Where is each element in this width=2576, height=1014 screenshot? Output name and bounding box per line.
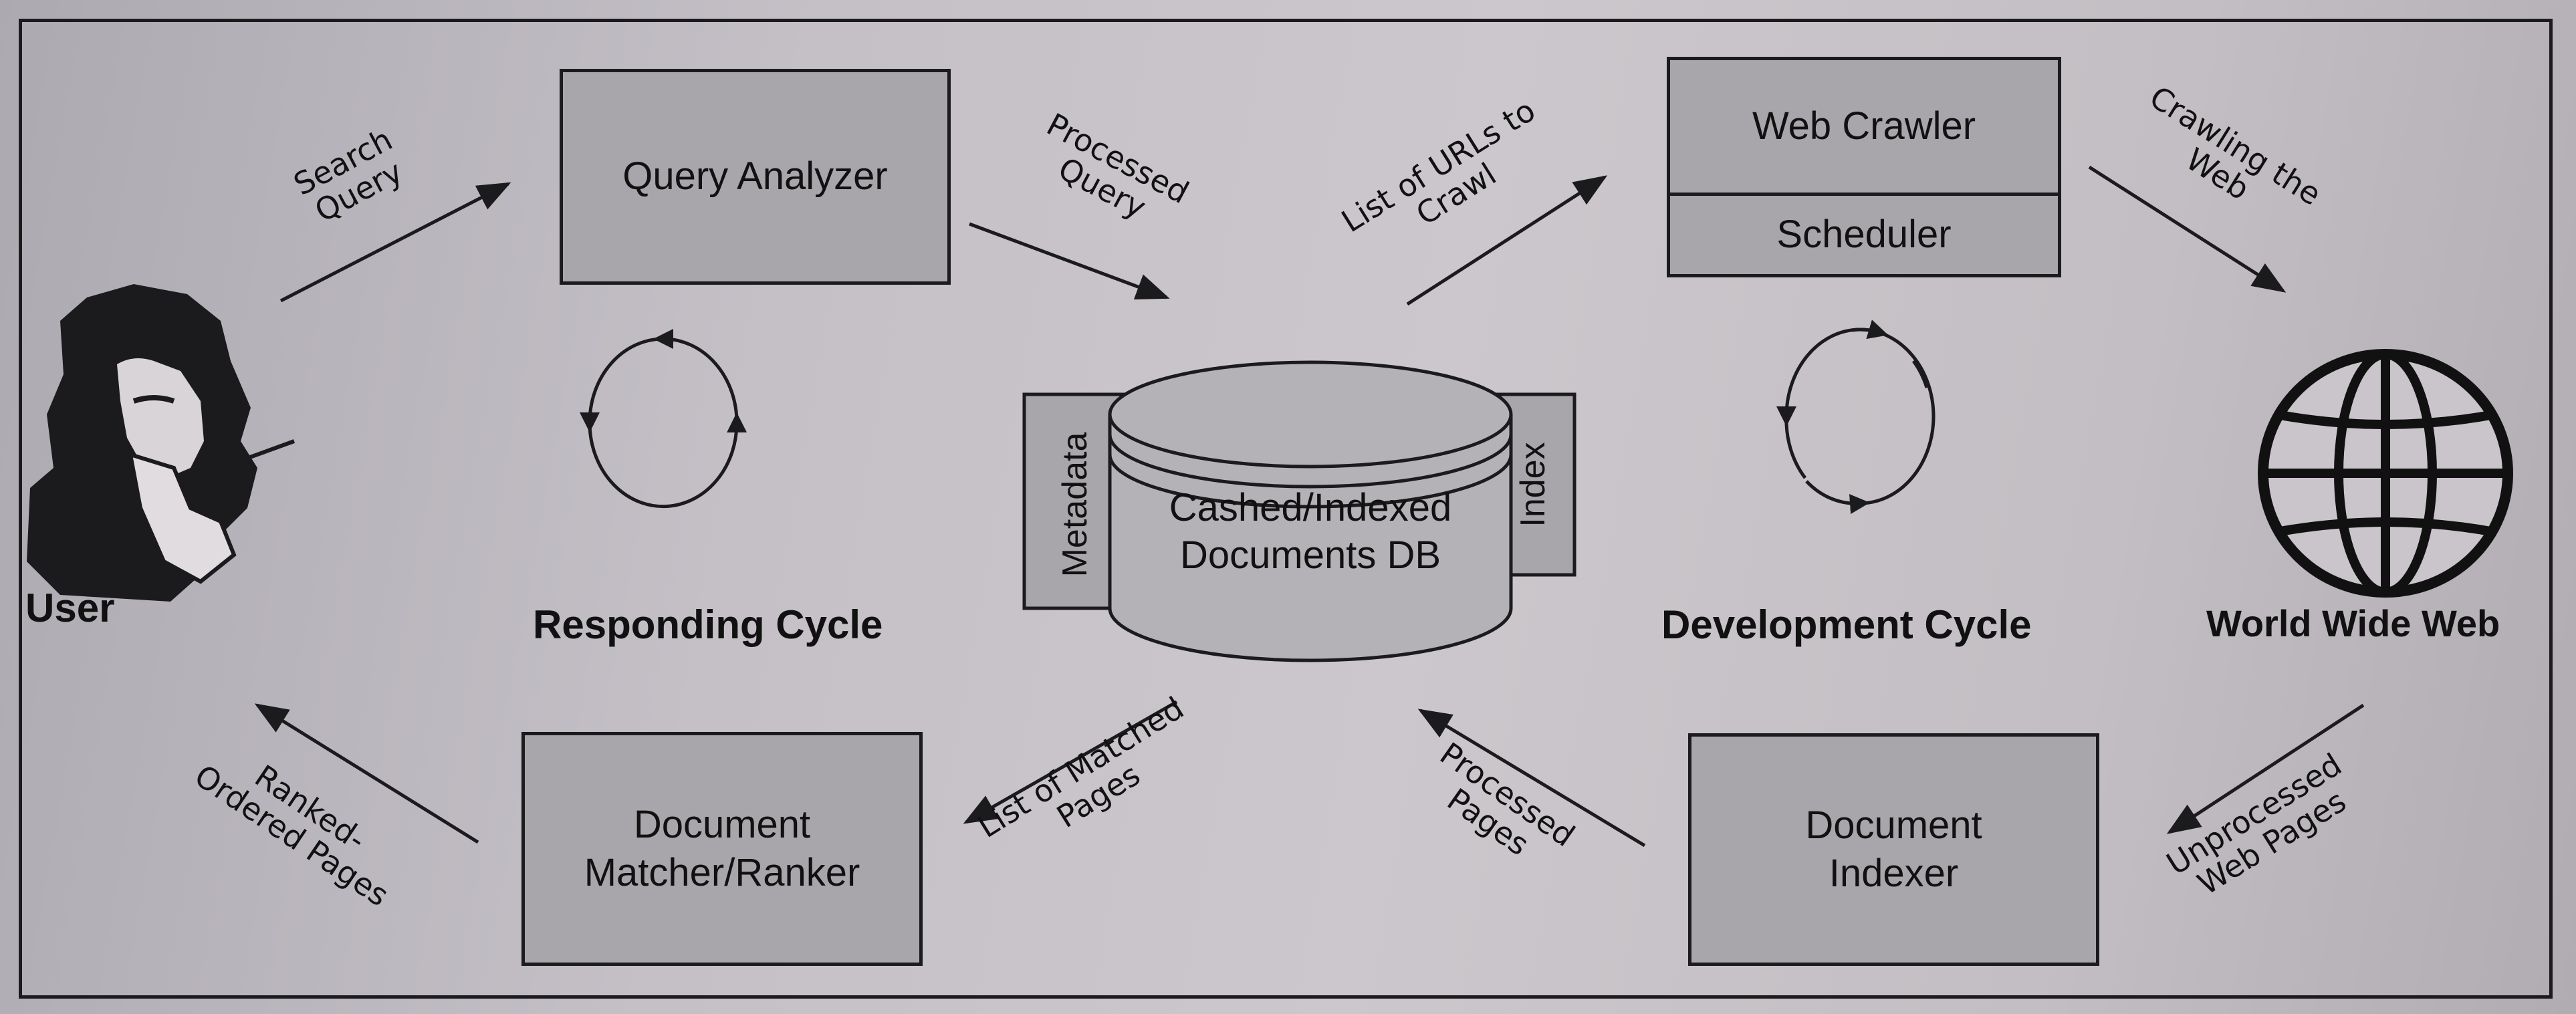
arrow-search-query [279,182,511,303]
responding-cycle-icon [580,329,747,509]
index-label: Index [1514,442,1552,527]
web-crawler-label: Web Crawler [1752,104,1976,148]
web-crawler-box: Web Crawler Scheduler [1667,57,2061,277]
document-indexer-label: Document Indexer [1805,803,1982,896]
user-thinking-icon [27,284,296,602]
arrow-ranked-ordered-pages [254,703,479,844]
database-label: Cashed/Indexed Documents DB [1169,486,1452,577]
arrow-list-of-matched-pages [963,700,1178,824]
crawler-divider [1670,193,2058,196]
query-analyzer-label: Query Analyzer [622,154,888,199]
arrow-crawling-the-web [2088,165,2287,293]
arrow-processed-query [969,222,1170,300]
globe-icon [2258,349,2513,598]
development-cycle-icon [1776,320,1936,515]
arrow-unprocessed-web-pages [2166,703,2365,834]
arrow-processed-pages [1417,709,1646,848]
document-indexer-box: Document Indexer [1688,733,2099,966]
diagram-frame [19,19,2553,999]
world-wide-web-caption: World Wide Web [2206,602,2500,644]
scheduler-label: Scheduler [1776,213,1952,257]
document-matcher-label: Document Matcher/Ranker [584,802,860,895]
document-matcher-box: Document Matcher/Ranker [521,732,923,966]
scheduler-cell: Scheduler [1670,196,2058,274]
query-analyzer-box: Query Analyzer [560,69,951,285]
responding-cycle-caption: Responding Cycle [533,602,883,647]
development-cycle-caption: Development Cycle [1661,602,2032,647]
user-caption: User [25,586,115,630]
database-cylinder-icon [1022,360,1576,662]
arrow-list-of-urls [1406,175,1608,306]
web-crawler-cell: Web Crawler [1670,60,2058,193]
metadata-label: Metadata [1056,432,1094,578]
